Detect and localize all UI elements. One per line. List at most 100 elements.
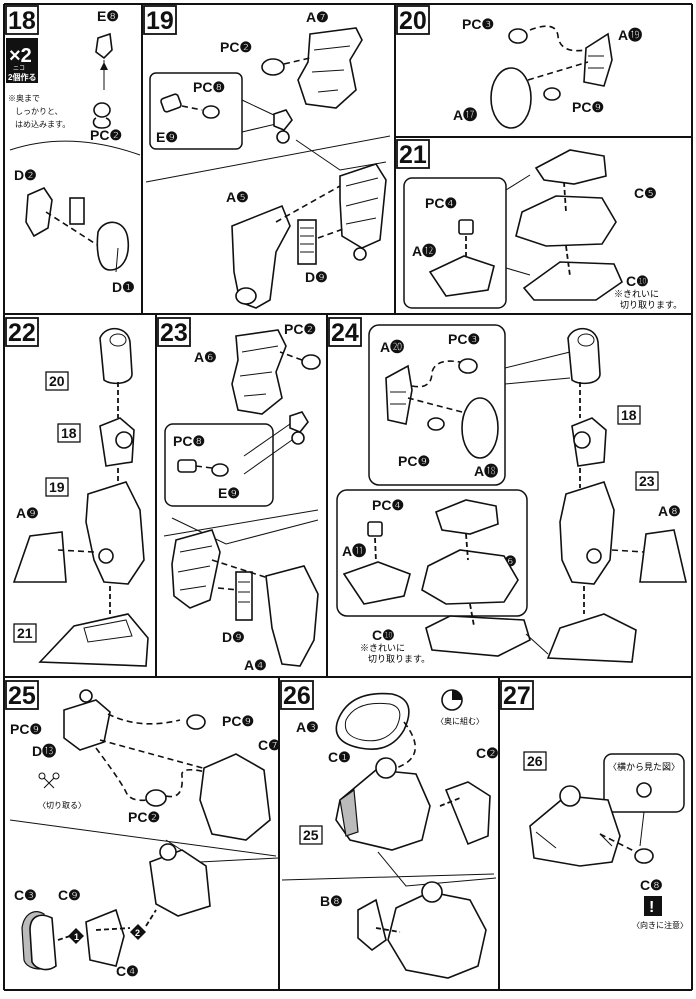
part-label-e8: E❽ — [97, 8, 119, 24]
part-label-d9: D❾ — [222, 629, 245, 645]
forearm — [559, 481, 615, 585]
part-a5-shape — [231, 204, 291, 309]
part-a20-shape — [385, 364, 413, 425]
part-c8-shape — [634, 848, 654, 864]
part-a4-shape — [265, 565, 319, 667]
detail-inset — [403, 177, 507, 309]
part-pc3-shape — [458, 358, 478, 374]
part-c5-shape — [515, 195, 617, 247]
upper-arm — [567, 327, 601, 385]
part-label-b8: B❽ — [320, 893, 343, 909]
detail-inset-bottom — [336, 489, 528, 617]
forearm — [85, 481, 145, 585]
part-e8-shape — [95, 32, 113, 60]
step-19: 19 A❼ PC❷ PC❽ E❾ A❺ D❾ — [143, 5, 391, 309]
part-label-a3: A❸ — [296, 719, 319, 735]
hand-base — [546, 613, 637, 663]
part-pc2-shape — [145, 789, 167, 807]
part-label-a6: A❻ — [194, 349, 217, 365]
part-pc9-shape — [186, 714, 206, 730]
part-label-a9: A❾ — [16, 505, 39, 521]
part-label-pc2: PC❷ — [220, 39, 252, 55]
step-22: 22 20 18 19 A❾ 21 — [5, 317, 149, 667]
detail-inset — [149, 72, 243, 150]
note-line-1: ※きれいに — [360, 643, 405, 653]
part-label-a20: A⓴ — [380, 339, 404, 355]
step-27: 27 26 〈横から見た図〉 C❽ ! 〈向きに注意〉 — [500, 680, 688, 930]
step-26: 26 A❸ C❶ C❷ 25 B❽ 〈奥に組む〉 — [280, 680, 499, 979]
part-label-pc4: PC❹ — [425, 195, 457, 211]
direction-note: 〈奥に組む〉 — [436, 716, 484, 726]
part-label-a7: A❼ — [306, 9, 329, 25]
part-c4-shape — [85, 908, 125, 967]
part-label-d1: D❶ — [112, 279, 135, 295]
part-pc4-shape — [367, 521, 383, 537]
part-d9-shape — [235, 571, 253, 621]
part-label-c4: C❹ — [116, 963, 139, 979]
part-pc3-shape — [508, 28, 528, 44]
part-label-c7: C❼ — [258, 737, 281, 753]
part-label-a12: A⓬ — [412, 243, 436, 259]
detail-inset-top — [368, 324, 506, 486]
note-line-1: ※きれいに — [614, 289, 659, 299]
hand-base — [38, 613, 149, 667]
part-a6-shape — [231, 329, 287, 415]
step-number-box — [5, 5, 39, 35]
step-24: 24 A⓴ PC❸ PC❾ A⓲ PC❹ A⓫ C❻ C❿ ※きれいに 切り取り… — [328, 317, 688, 664]
step-23: 23 PC❷ A❻ PC❽ E❾ D❾ A❹ — [157, 317, 321, 673]
part-label-d2: D❷ — [14, 167, 37, 183]
step-21: 21 PC❹ A⓬ C❺ C❿ ※きれいに 切り取ります。 — [396, 139, 682, 310]
base-plate — [522, 261, 624, 301]
note-line-2: しっかりと、 — [15, 107, 63, 116]
multiplier-text: ×2 — [9, 45, 32, 67]
part-d1-shape — [96, 221, 130, 271]
part-label-c1: C❶ — [328, 749, 351, 765]
ref-20: 20 — [49, 373, 65, 389]
warning-icon-glyph: ! — [649, 899, 654, 916]
multiplier-badge — [6, 38, 38, 83]
step-number: 26 — [283, 682, 311, 710]
ref-26: 26 — [527, 753, 543, 769]
scissors-icon — [43, 777, 55, 789]
part-a18-shape — [461, 397, 499, 459]
part-label-pc9: PC❾ — [572, 99, 604, 115]
part-label-pc2: PC❷ — [284, 321, 316, 337]
note-line-2: 切り取ります。 — [620, 300, 682, 310]
order-marker-2: 2 — [135, 928, 140, 938]
warning-icon — [644, 896, 662, 916]
step-18: 18 ×2 ニコ 2個作る E❽ ※奥まで しっかりと、 はめ込みます。 PC❷… — [5, 5, 141, 295]
order-marker-1: 1 — [74, 932, 79, 942]
part-a11-shape — [342, 561, 411, 605]
part-label-c5: C❺ — [634, 185, 657, 201]
part-pc2-small — [69, 197, 85, 225]
detail-inset — [164, 423, 274, 507]
part-label-a17: A⓱ — [453, 107, 477, 123]
step-25: 25 PC❾ D⓭ PC❾ C❼ PC❷ C❸ C❾ C❹ 〈切り取る〉 1 2 — [5, 680, 281, 979]
panel-grid — [3, 3, 693, 991]
part-label-c9: C❾ — [58, 887, 81, 903]
part-label-e9: E❾ — [218, 485, 240, 501]
part-label-pc8: PC❽ — [193, 79, 225, 95]
ref-21: 21 — [17, 625, 33, 641]
part-d9-shape — [297, 219, 317, 265]
part-label-pc3: PC❸ — [448, 331, 480, 347]
part-pc9-shape — [543, 87, 561, 101]
step-number: 18 — [8, 7, 36, 35]
part-label-d9: D❾ — [305, 269, 328, 285]
part-a9-shape — [12, 531, 67, 583]
part-a7-shape — [297, 27, 363, 109]
part-label-pc9b: PC❾ — [222, 713, 254, 729]
part-label-d13: D⓭ — [32, 743, 56, 759]
part-c9-shape — [29, 914, 57, 971]
note-line-3: はめ込みます。 — [15, 120, 70, 129]
part-label-pc2: PC❷ — [128, 809, 160, 825]
part-pc2-shape — [261, 58, 285, 76]
part-a19-shape — [583, 32, 613, 87]
part-b8-shape — [357, 898, 387, 952]
part-label-c3: C❸ — [14, 887, 37, 903]
part-label-c10: C❿ — [626, 273, 649, 289]
cut-note: 〈切り取る〉 — [38, 801, 86, 810]
part-a12-shape — [428, 255, 495, 297]
part-label-c2: C❷ — [476, 745, 499, 761]
